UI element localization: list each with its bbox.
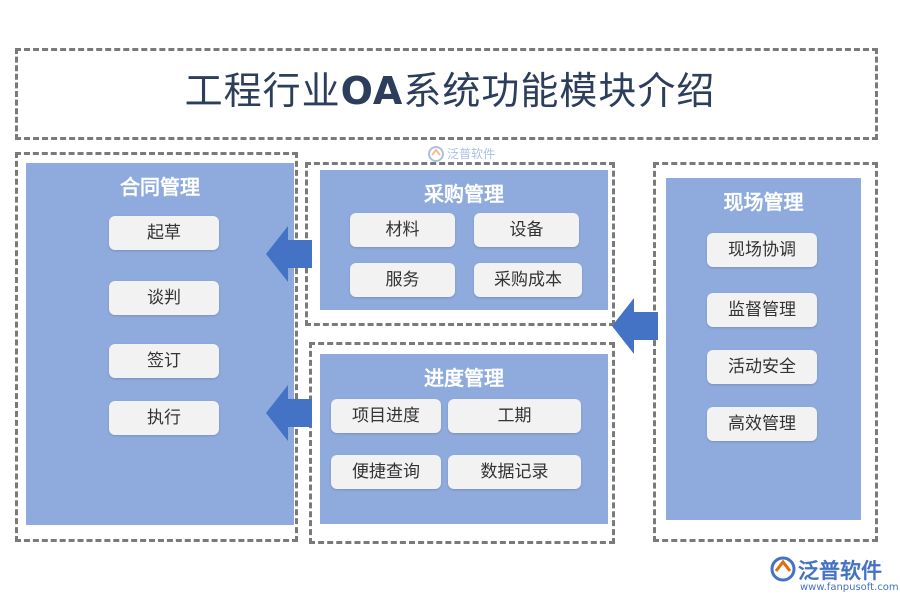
procurement-item-equipment[interactable]: 设备 (474, 213, 579, 247)
brand-logo: 泛普软件 www.fanpusoft.com (770, 556, 899, 596)
procurement-item-services[interactable]: 服务 (350, 263, 455, 297)
progress-item-schedule[interactable]: 工期 (448, 399, 581, 433)
site-item-coordination[interactable]: 现场协调 (707, 233, 817, 267)
title-oa: OA (340, 69, 404, 113)
procurement-item-materials[interactable]: 材料 (350, 213, 455, 247)
arrow-left-icon (266, 226, 312, 282)
title-suffix: 系统功能模块介绍 (403, 69, 716, 113)
logo-url: www.fanpusoft.com (800, 582, 899, 593)
brand-logo-icon (770, 556, 796, 582)
contract-panel: 合同管理 起草 谈判 签订 执行 (26, 163, 294, 525)
title-frame (15, 48, 878, 140)
site-item-efficiency[interactable]: 高效管理 (707, 407, 817, 441)
progress-panel: 进度管理 项目进度 工期 便捷查询 数据记录 (320, 354, 608, 524)
progress-item-data-record[interactable]: 数据记录 (448, 455, 581, 489)
title-prefix: 工程行业 (184, 69, 341, 113)
site-item-supervision[interactable]: 监督管理 (707, 293, 817, 327)
site-panel: 现场管理 现场协调 监督管理 活动安全 高效管理 (666, 178, 861, 520)
brand-logo-icon (428, 146, 444, 162)
procurement-item-cost[interactable]: 采购成本 (474, 263, 582, 297)
site-title: 现场管理 (723, 190, 804, 214)
watermark-brand: 泛普软件 (447, 147, 496, 161)
contract-item-draft[interactable]: 起草 (109, 216, 219, 250)
progress-frame (309, 342, 615, 544)
procurement-panel: 采购管理 材料 设备 服务 采购成本 (320, 170, 608, 310)
procurement-title: 采购管理 (424, 182, 504, 206)
progress-item-project-progress[interactable]: 项目进度 (331, 399, 441, 433)
contract-frame (15, 152, 298, 542)
contract-item-negotiate[interactable]: 谈判 (109, 281, 219, 315)
site-frame (653, 162, 878, 542)
progress-title: 进度管理 (424, 366, 504, 390)
arrow-left-icon (612, 298, 658, 354)
site-item-safety[interactable]: 活动安全 (707, 350, 817, 384)
logo-brand: 泛普软件 (798, 559, 882, 583)
contract-title: 合同管理 (120, 175, 200, 199)
progress-item-quick-query[interactable]: 便捷查询 (331, 455, 441, 489)
arrow-left-icon (266, 385, 312, 441)
contract-item-execute[interactable]: 执行 (109, 401, 219, 435)
page-title: 工程行业OA系统功能模块介绍 (0, 60, 900, 115)
contract-item-sign[interactable]: 签订 (109, 344, 219, 378)
